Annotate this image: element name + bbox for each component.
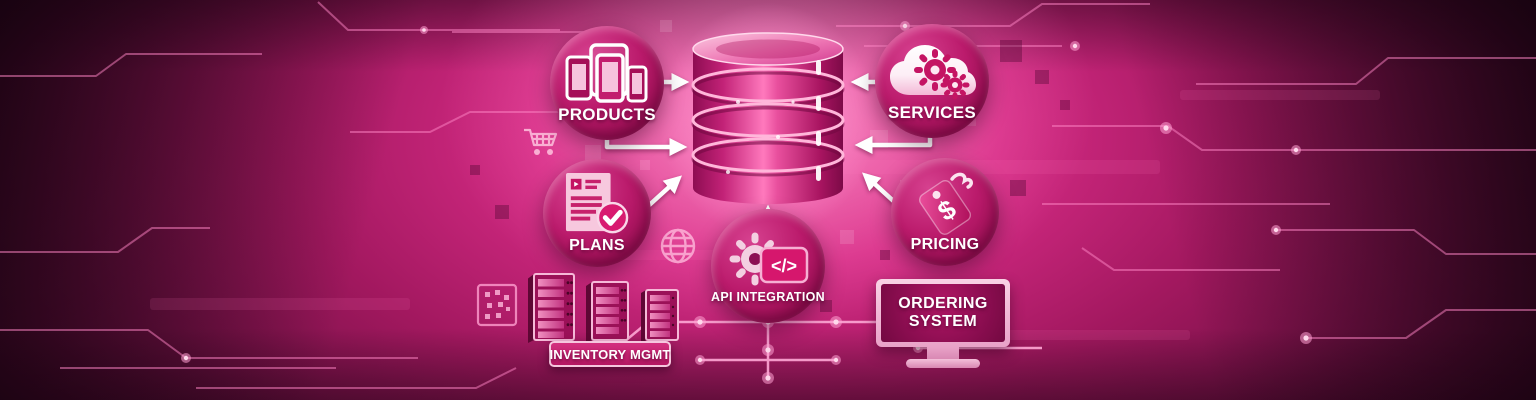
inventory-label: INVENTORY MGMT — [549, 346, 671, 362]
globe-icon — [660, 228, 696, 264]
devices-icon — [565, 43, 648, 103]
monitor-icon: ORDERING SYSTEM — [876, 279, 1010, 347]
inventory-label-banner: INVENTORY MGMT — [549, 341, 671, 367]
gear-code-icon: </> — [729, 232, 809, 286]
node-pricing: $ PRICING — [891, 158, 999, 266]
document-checkmark-icon — [565, 173, 629, 234]
monitor-stand-base — [906, 359, 980, 368]
server-racks-icon — [528, 273, 679, 344]
database-icon — [691, 32, 845, 204]
node-label-pricing: PRICING — [910, 236, 980, 253]
ordering-screen: ORDERING SYSTEM — [881, 284, 1005, 342]
ordering-label: ORDERING SYSTEM — [898, 295, 988, 330]
node-services: SERVICES — [875, 24, 989, 138]
node-products: PRODUCTS — [550, 26, 664, 140]
price-tag-icon: $ — [918, 172, 973, 235]
cart-icon — [524, 128, 558, 155]
node-label-products: PRODUCTS — [558, 105, 656, 124]
arrow-plans-to-database — [643, 175, 683, 211]
chip-icon — [476, 283, 518, 327]
node-label-api-integration: API INTEGRATION — [711, 290, 825, 304]
code-glyph: </> — [771, 256, 797, 276]
monitor-stand-neck — [927, 347, 959, 360]
node-label-services: SERVICES — [887, 103, 977, 122]
cloud-gears-icon — [890, 45, 976, 100]
node-plans: PLANS — [543, 159, 651, 267]
node-label-plans: PLANS — [569, 237, 625, 254]
node-api-integration: </> API INTEGRATION — [711, 209, 825, 323]
